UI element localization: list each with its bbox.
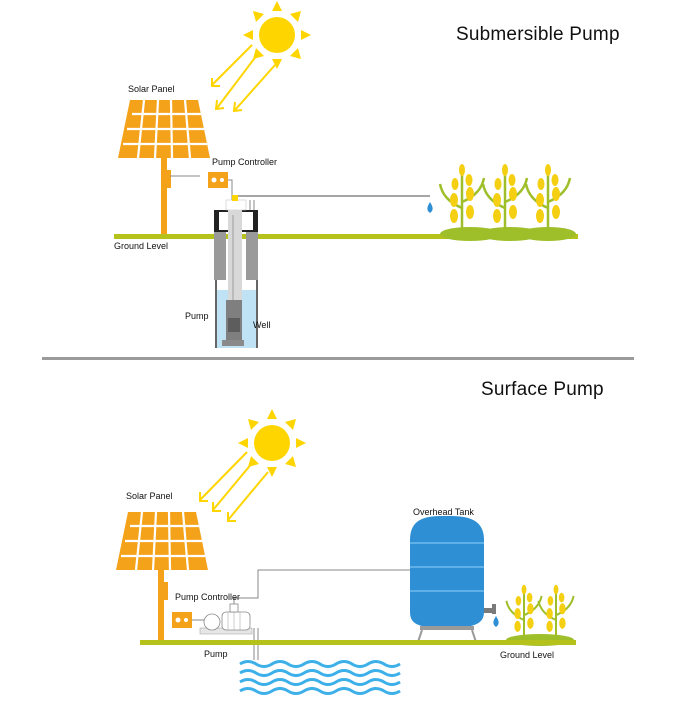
ground-level-label: Ground Level bbox=[500, 650, 555, 660]
sun-icon bbox=[238, 409, 306, 477]
sunlight-arrows bbox=[211, 44, 276, 113]
solar-panel-label: Solar Panel bbox=[128, 84, 175, 94]
sunlight-arrows bbox=[199, 451, 269, 522]
ground-level-label: Ground Level bbox=[114, 241, 169, 251]
pump-controller-icon bbox=[172, 612, 192, 628]
pump-label: Pump bbox=[185, 311, 209, 321]
ground-line bbox=[140, 640, 576, 645]
surface-pump-icon bbox=[199, 603, 253, 635]
submersible-title: Submersible Pump bbox=[456, 24, 620, 45]
pump-controller-label: Pump Controller bbox=[175, 592, 241, 602]
overhead-tank-label: Overhead Tank bbox=[413, 507, 474, 517]
section-divider bbox=[42, 357, 634, 360]
solar-panel-label: Solar Panel bbox=[126, 491, 173, 501]
ground-line bbox=[114, 234, 578, 239]
water-waves-icon bbox=[239, 660, 401, 695]
water-drop-icon bbox=[427, 202, 433, 213]
crop-icon bbox=[505, 583, 575, 646]
overhead-tank-icon bbox=[410, 516, 496, 643]
crop-icon bbox=[438, 162, 576, 241]
solar-panel-icon bbox=[118, 99, 210, 234]
pump-controller-label: Pump Controller bbox=[212, 157, 278, 167]
water-drop-icon bbox=[493, 616, 499, 627]
submersible-pump-icon bbox=[214, 195, 258, 340]
solar-panel-icon bbox=[116, 511, 208, 642]
delivery-pipe bbox=[235, 195, 430, 234]
pump-label: Pump bbox=[204, 649, 228, 659]
well-label: Well bbox=[253, 320, 271, 330]
sun-icon bbox=[243, 1, 311, 69]
surface-title: Surface Pump bbox=[481, 379, 604, 400]
delivery-pipe bbox=[233, 569, 410, 660]
pump-controller-icon bbox=[208, 172, 228, 188]
